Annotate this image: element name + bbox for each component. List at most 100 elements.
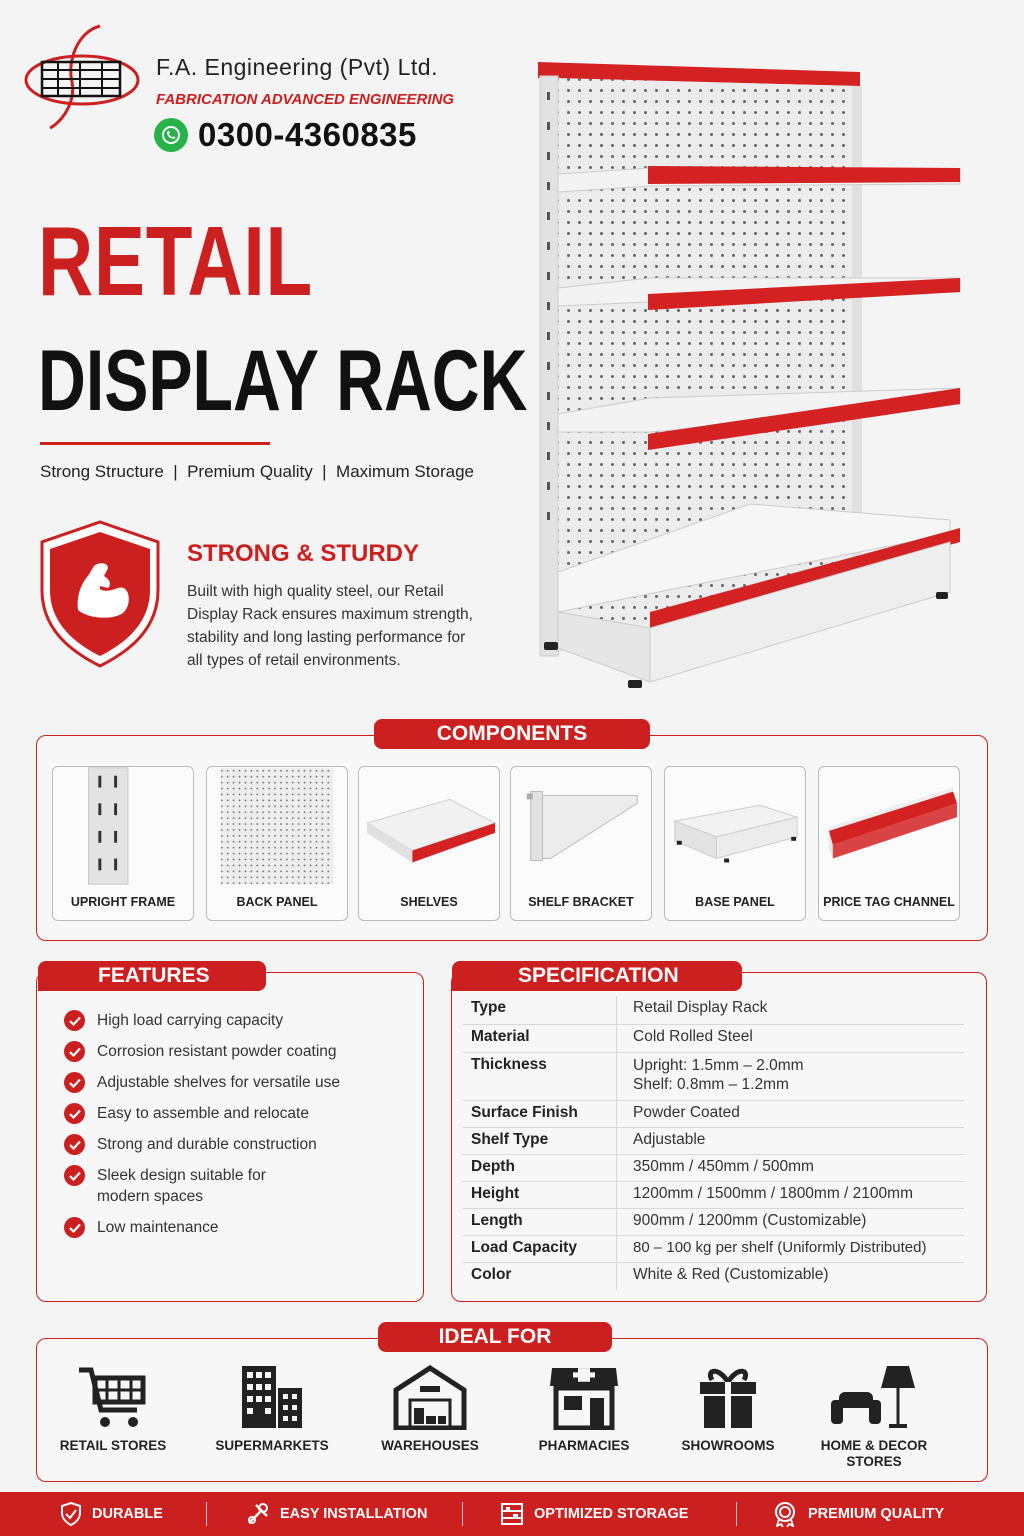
ideal-for-title: IDEAL FOR	[378, 1322, 612, 1352]
spec-key: Material	[462, 1025, 617, 1052]
check-icon	[64, 1134, 85, 1155]
company-name: F.A. Engineering (Pvt) Ltd.	[156, 54, 438, 80]
footer-item-premium-quality: PREMIUM QUALITY	[772, 1492, 944, 1536]
ideal-showrooms: SHOWROOMS	[653, 1364, 803, 1454]
feature-text: Strong and durable construction	[97, 1136, 317, 1153]
spec-row: Shelf Type Adjustable	[462, 1128, 964, 1155]
footer-item-optimized-storage: OPTIMIZED STORAGE	[500, 1492, 688, 1536]
spec-key: Height	[462, 1182, 617, 1208]
footer-label: PREMIUM QUALITY	[808, 1506, 945, 1522]
buildings-icon	[242, 1366, 302, 1428]
check-icon	[64, 1165, 85, 1186]
feature-item: Corrosion resistant powder coating	[64, 1041, 337, 1062]
check-icon	[64, 1072, 85, 1093]
spec-value: White & Red (Customizable)	[633, 1266, 829, 1283]
upright-frame-image	[88, 767, 129, 885]
strong-sturdy-title: STRONG & STURDY	[187, 540, 420, 567]
spec-value: Cold Rolled Steel	[633, 1028, 753, 1045]
shelves-image	[365, 798, 497, 863]
spec-row: Color White & Red (Customizable)	[462, 1263, 964, 1290]
spec-key: Length	[462, 1209, 617, 1235]
spec-row: Depth 350mm / 450mm / 500mm	[462, 1155, 964, 1182]
feature-text: Adjustable shelves for versatile use	[97, 1074, 340, 1091]
feature-item: Easy to assemble and relocate	[64, 1103, 309, 1124]
feature-text: Easy to assemble and relocate	[97, 1105, 309, 1122]
tools-icon	[248, 1503, 268, 1524]
feature-item: Sleek design suitable for modern spaces	[64, 1165, 297, 1207]
component-back-panel: BACK PANEL	[206, 766, 348, 921]
hero-subtitle: Strong Structure | Premium Quality | Max…	[40, 462, 474, 481]
spec-key: Color	[462, 1263, 617, 1290]
footer-item-easy-installation: EASY INSTALLATION	[246, 1492, 427, 1536]
spec-value-2: Shelf: 0.8mm – 1.2mm	[633, 1076, 789, 1093]
footer-label: OPTIMIZED STORAGE	[534, 1506, 689, 1522]
feature-text: Corrosion resistant powder coating	[97, 1043, 337, 1060]
footer-divider	[736, 1502, 737, 1526]
component-shelf-bracket: SHELF BRACKET	[510, 766, 652, 921]
footer-label: EASY INSTALLATION	[280, 1506, 428, 1522]
component-label: PRICE TAG CHANNEL	[823, 895, 955, 909]
ideal-label: RETAIL STORES	[59, 1438, 167, 1453]
feature-text: Low maintenance	[97, 1219, 219, 1236]
ideal-label: SHOWROOMS	[681, 1438, 775, 1453]
spec-value: 900mm / 1200mm (Customizable)	[633, 1212, 867, 1229]
gift-icon	[700, 1368, 756, 1428]
medal-icon	[775, 1502, 795, 1527]
specification-title: SPECIFICATION	[452, 961, 742, 991]
spec-value: Upright: 1.5mm – 2.0mm	[633, 1057, 804, 1074]
ideal-home-decor-stores: HOME & DECOR STORES	[799, 1364, 949, 1470]
spec-row: Length 900mm / 1200mm (Customizable)	[462, 1209, 964, 1236]
component-price-tag-channel: PRICE TAG CHANNEL	[818, 766, 960, 921]
spec-key: Type	[462, 996, 617, 1024]
shelves-icon	[501, 1503, 523, 1525]
check-icon	[64, 1217, 85, 1238]
spec-key: Shelf Type	[462, 1128, 617, 1154]
specification-section	[451, 972, 987, 1302]
feature-item: High load carrying capacity	[64, 1010, 283, 1031]
price-tag-channel-image	[828, 787, 958, 859]
spec-row: Material Cold Rolled Steel	[462, 1025, 964, 1053]
title-line-1: RETAIL	[38, 206, 314, 316]
spec-row: Height 1200mm / 1500mm / 1800mm / 2100mm	[462, 1182, 964, 1209]
armchair-lamp-icon	[831, 1366, 915, 1428]
ideal-supermarkets: SUPERMARKETS	[197, 1364, 347, 1454]
component-label: BACK PANEL	[236, 895, 318, 909]
check-icon	[64, 1010, 85, 1031]
title-divider	[40, 442, 270, 445]
footer-item-durable: DURABLE	[60, 1492, 163, 1536]
company-tagline: FABRICATION ADVANCED ENGINEERING	[156, 91, 455, 108]
spec-value: 1200mm / 1500mm / 1800mm / 2100mm	[633, 1185, 913, 1202]
phone-contact[interactable]: 0300-4360835	[154, 116, 417, 154]
title-line-2: DISPLAY RACK	[38, 333, 528, 429]
spec-value: Adjustable	[633, 1131, 706, 1148]
base-panel-image	[673, 804, 799, 863]
check-icon	[64, 1041, 85, 1062]
spec-value: Powder Coated	[633, 1104, 740, 1121]
back-panel-image	[220, 767, 334, 885]
ideal-label: PHARMACIES	[538, 1438, 630, 1453]
ideal-retail-stores: RETAIL STORES	[38, 1364, 188, 1454]
check-icon	[64, 1103, 85, 1124]
ideal-label: HOME & DECOR STORES	[820, 1438, 928, 1469]
ideal-label: SUPERMARKETS	[215, 1438, 329, 1453]
component-upright-frame: UPRIGHT FRAME	[52, 766, 194, 921]
components-title: COMPONENTS	[374, 719, 650, 749]
spec-key: Load Capacity	[462, 1236, 617, 1262]
feature-item: Adjustable shelves for versatile use	[64, 1072, 340, 1093]
component-label: SHELVES	[400, 895, 458, 909]
spec-value: 80 – 100 kg per shelf (Uniformly Distrib…	[633, 1239, 927, 1256]
spec-key: Depth	[462, 1155, 617, 1181]
cart-icon	[79, 1367, 146, 1427]
footer-label: DURABLE	[92, 1506, 163, 1522]
component-label: SHELF BRACKET	[528, 895, 634, 909]
feature-text: High load carrying capacity	[97, 1012, 284, 1029]
spec-key: Thickness	[462, 1053, 617, 1100]
ideal-label: WAREHOUSES	[381, 1438, 479, 1453]
spec-value: 350mm / 450mm / 500mm	[633, 1158, 814, 1175]
strong-sturdy-text: Built with high quality steel, our Retai…	[187, 583, 473, 669]
footer-divider	[462, 1502, 463, 1526]
